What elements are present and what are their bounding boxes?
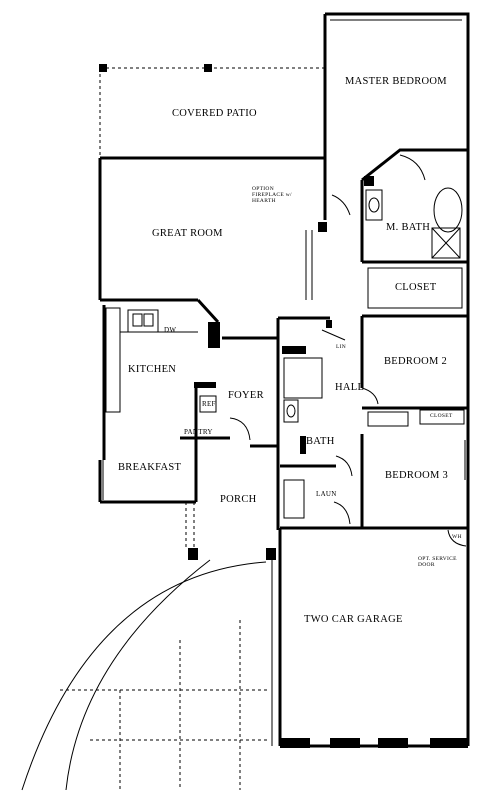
bedroom2-label: BEDROOM 2 <box>384 356 448 367</box>
hall-label: HALL <box>335 382 365 393</box>
kitchen-walls <box>99 270 220 460</box>
closet-label: CLOSET <box>395 282 437 293</box>
dishwasher-label: DW <box>164 326 177 334</box>
fireplace-note-label: OPTION FIREPLACE w/ HEARTH <box>252 186 292 204</box>
closet-small-label: CLOSET <box>430 413 453 419</box>
laundry-label: LAUN <box>316 490 337 498</box>
service-door-label: OPT. SERVICE DOOR <box>418 556 457 568</box>
breakfast-label: BREAKFAST <box>118 462 182 473</box>
master-bath-label: M. BATH <box>386 222 431 233</box>
great-room-label: GREAT ROOM <box>152 228 223 239</box>
covered-patio-outline <box>99 64 325 158</box>
bath-label: BATH <box>306 436 335 447</box>
bath-hall-walls <box>276 194 362 530</box>
master-bedroom-walls <box>323 12 470 220</box>
linen-label: LIN <box>336 344 347 350</box>
bedroom3-label: BEDROOM 3 <box>385 470 449 481</box>
ref-label: REF <box>202 400 216 408</box>
water-heater-label: WH <box>452 534 462 540</box>
porch-outline <box>185 502 276 560</box>
kitchen-label: KITCHEN <box>128 364 177 375</box>
bedroom-walls <box>360 316 470 530</box>
pantry-label: PANTRY <box>184 428 213 436</box>
garage-label: TWO CAR GARAGE <box>304 614 403 625</box>
foyer-label: FOYER <box>228 390 264 401</box>
master-bedroom-label: MASTER BEDROOM <box>345 76 447 87</box>
walkway-arc <box>21 559 270 791</box>
master-bath-walls <box>360 148 470 320</box>
porch-label: PORCH <box>220 494 257 505</box>
covered-patio-label: COVERED PATIO <box>172 108 257 119</box>
foyer-walls <box>180 336 278 450</box>
breakfast-walls <box>98 450 198 504</box>
garage-walls <box>271 528 470 748</box>
